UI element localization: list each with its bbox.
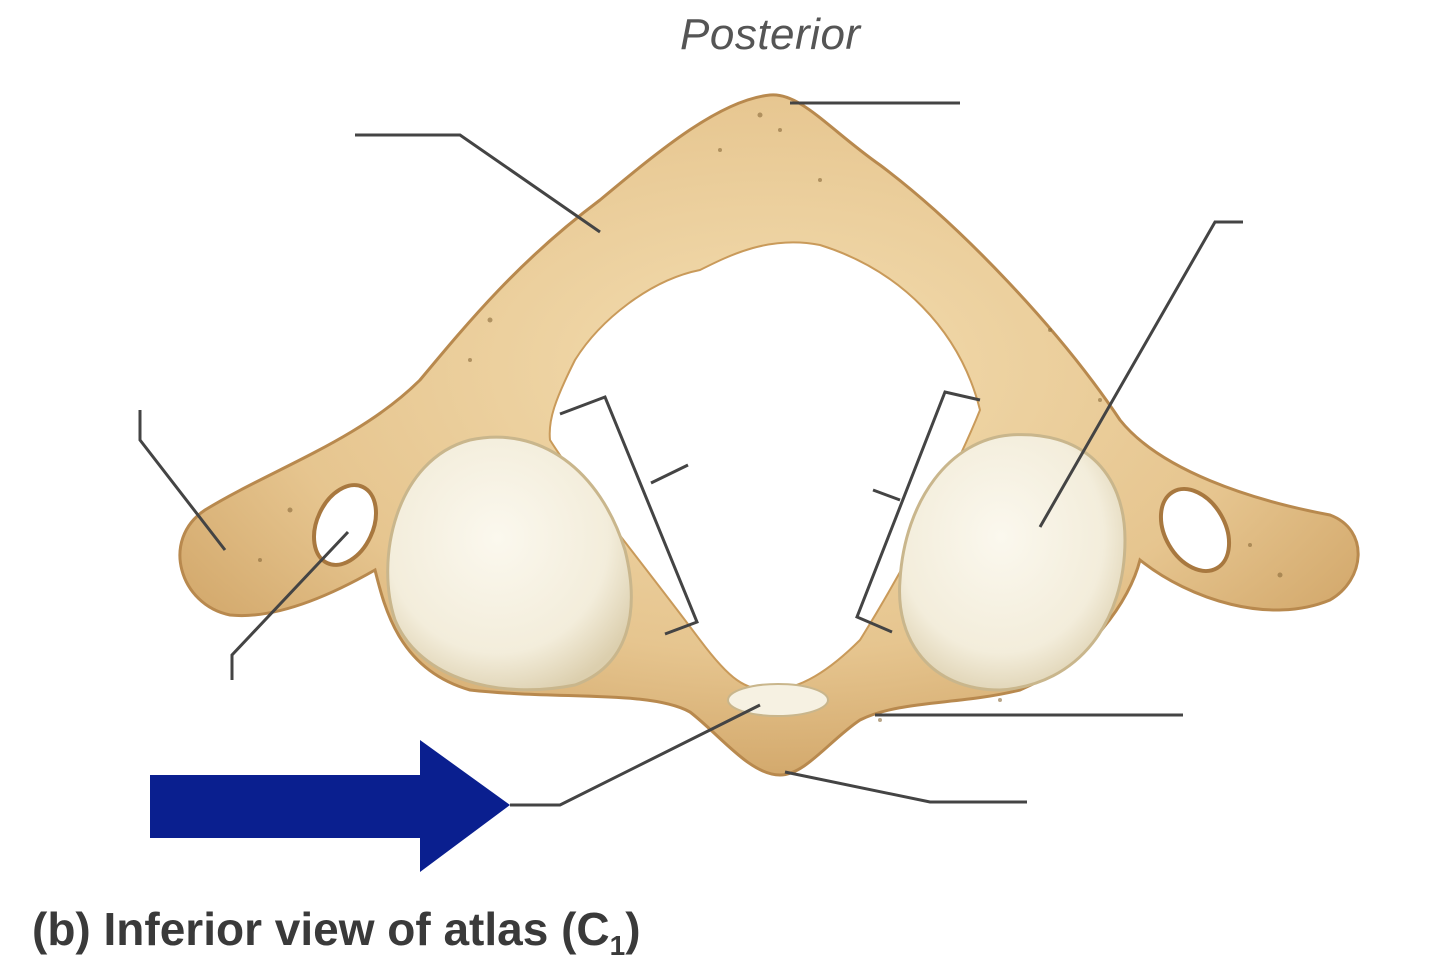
bone-texture — [258, 112, 1283, 722]
arrow-right-icon — [150, 740, 510, 872]
leader-line-right-facet — [1038, 220, 1243, 528]
right-transverse-foramen — [1158, 487, 1232, 573]
leader-lines — [138, 101, 1243, 807]
leader-line-anterior-tubercle — [784, 770, 1027, 804]
left-inferior-articular-facet — [386, 435, 633, 692]
caption-subscript: 1 — [609, 930, 626, 961]
leader-line-transverse-process — [138, 410, 227, 551]
figure-caption: (b) Inferior view of atlas (C1) — [32, 902, 641, 962]
right-lateral-mass-bracket — [855, 390, 981, 634]
caption-prefix: (b) Inferior view of atlas (C — [32, 903, 610, 955]
leader-line-posterior-arch — [355, 133, 601, 234]
facet-for-dens — [727, 683, 829, 717]
left-transverse-foramen — [312, 483, 378, 567]
leader-line-left-lateral-mass — [650, 463, 689, 485]
caption-suffix: ) — [625, 903, 641, 955]
leader-line-right-lateral-mass — [872, 488, 901, 502]
left-lateral-mass-bracket — [559, 395, 699, 636]
orientation-label-posterior: Posterior — [680, 10, 861, 59]
right-inferior-articular-facet — [898, 433, 1127, 692]
leader-line-facet-for-dens — [510, 703, 761, 807]
leader-line-transverse-foramen — [230, 530, 350, 680]
